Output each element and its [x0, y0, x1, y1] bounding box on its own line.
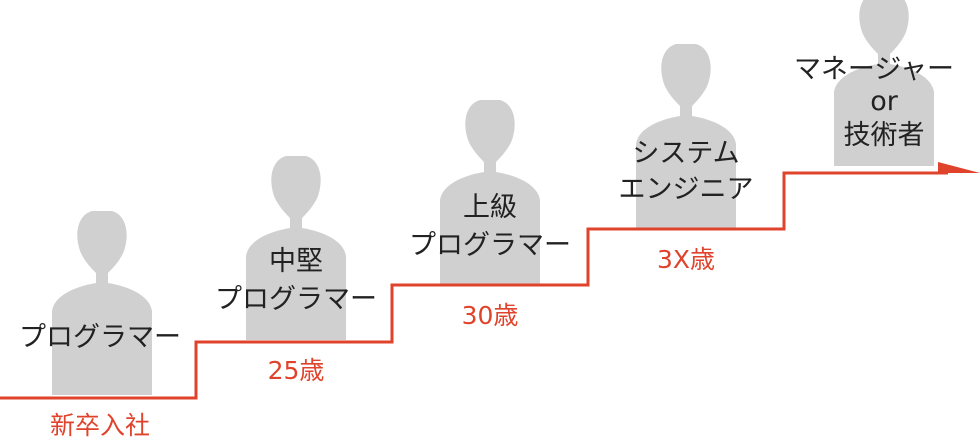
- role-label: プログラマー: [409, 230, 571, 261]
- age-label: 25歳: [268, 356, 325, 385]
- role-label: システム: [632, 138, 739, 169]
- career-staircase-line: [0, 171, 948, 400]
- person-silhouette-icon: [636, 44, 736, 228]
- stage-5: マネージャー or 技術者: [794, 0, 954, 166]
- role-label: プログラマー: [19, 322, 181, 353]
- arrow-right-icon: [938, 162, 980, 173]
- stage-4: システム エンジニア 3X歳: [619, 44, 754, 274]
- age-label: 3X歳: [657, 245, 715, 274]
- role-label: 上級: [463, 192, 517, 223]
- person-silhouette-icon: [246, 156, 346, 340]
- role-label: エンジニア: [619, 174, 754, 205]
- role-label: 中堅: [269, 246, 323, 277]
- stage-2: 中堅 プログラマー 25歳: [215, 156, 377, 385]
- role-label: プログラマー: [215, 284, 377, 315]
- person-silhouette-icon: [52, 211, 152, 395]
- role-label: or: [870, 86, 899, 117]
- age-label: 30歳: [462, 301, 519, 330]
- age-label: 新卒入社: [50, 411, 150, 440]
- role-label: 技術者: [844, 120, 925, 151]
- person-silhouette-icon: [440, 100, 540, 284]
- role-label: マネージャー: [794, 54, 954, 85]
- stage-1: プログラマー 新卒入社: [19, 211, 181, 440]
- stage-3: 上級 プログラマー 30歳: [409, 100, 571, 330]
- person-silhouette-icon: [834, 0, 934, 166]
